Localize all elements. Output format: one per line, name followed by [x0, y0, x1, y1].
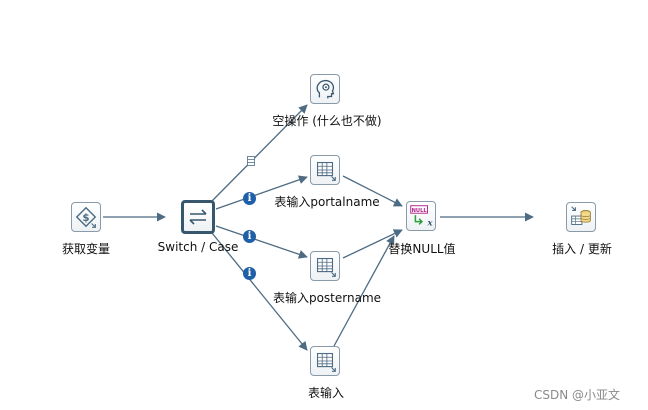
- step-label-dummy: 空操作 (什么也不做): [272, 114, 382, 128]
- step-insert-update[interactable]: [566, 202, 596, 232]
- step-label-switch-case: Switch / Case: [157, 240, 239, 254]
- table-icon: [316, 257, 336, 277]
- step-dummy[interactable]: [310, 74, 340, 104]
- step-label-insert-update: 插入 / 更新: [552, 242, 612, 256]
- step-table-input[interactable]: [310, 346, 340, 376]
- hop-portal-ifnull[interactable]: [342, 175, 403, 207]
- step-table-input-postername[interactable]: [310, 251, 340, 281]
- step-label-table-input-postername: 表输入postername: [272, 291, 382, 305]
- hop-tableinput-ifnull[interactable]: [333, 235, 395, 347]
- hop-switch-portal[interactable]: [215, 175, 308, 210]
- step-switch-case[interactable]: [181, 200, 215, 234]
- step-label-table-input: 表输入: [307, 386, 345, 400]
- hop-info-badge-portalname[interactable]: i: [243, 192, 256, 205]
- hop-info-badge-postername[interactable]: i: [243, 230, 256, 243]
- step-label-table-input-portalname: 表输入portalname: [274, 195, 380, 209]
- null-replace-icon: NULL x: [410, 205, 434, 227]
- head-gear-icon: [316, 79, 335, 99]
- dollar-diamond-icon: $: [75, 206, 97, 228]
- step-if-null[interactable]: NULL x: [406, 201, 436, 231]
- step-get-variables[interactable]: $: [71, 202, 101, 232]
- switch-arrows-icon: [189, 209, 207, 225]
- watermark: CSDN @小亚文: [534, 388, 621, 402]
- hop-switch-dummy[interactable]: [211, 104, 308, 202]
- svg-text:$: $: [82, 212, 89, 224]
- hop-switch-tableinput[interactable]: [211, 232, 308, 351]
- step-label-if-null: 替换NULL值: [388, 242, 456, 256]
- table-icon: [316, 161, 336, 181]
- svg-text:x: x: [427, 217, 434, 227]
- step-table-input-portalname[interactable]: [310, 155, 340, 185]
- hop-poster-ifnull[interactable]: [342, 229, 403, 259]
- hop-info-badge-tableinput[interactable]: i: [243, 267, 256, 280]
- null-badge-text: NULL: [412, 208, 428, 214]
- hop-switch-poster[interactable]: [215, 225, 308, 259]
- copy-rows-icon: [247, 156, 255, 166]
- table-icon: [316, 352, 336, 372]
- db-insert-icon: [571, 206, 591, 225]
- step-label-get-variables: 获取变量: [61, 242, 111, 256]
